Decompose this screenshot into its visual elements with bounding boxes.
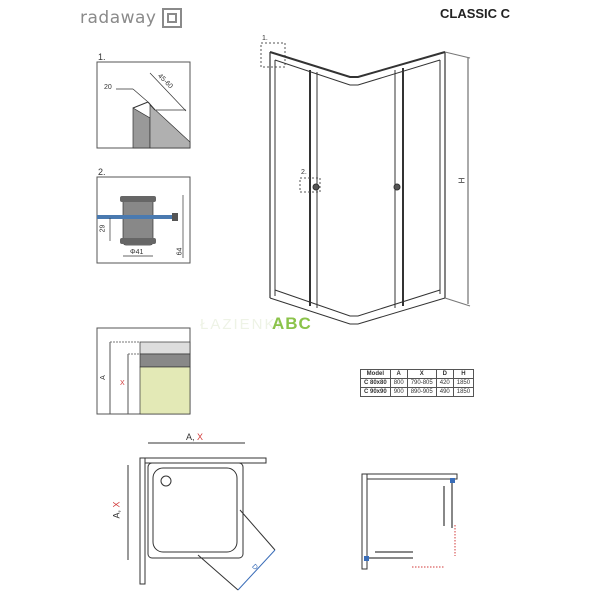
- opening-diagram: [361, 473, 458, 570]
- cell: 420: [435, 378, 454, 388]
- detail-2-dim-29: 29: [99, 224, 107, 233]
- cell: 800: [389, 378, 408, 388]
- col-model: Model: [360, 369, 391, 379]
- spec-table-header: Model A X D H: [360, 369, 475, 379]
- detail-1-dim-20: 20: [104, 84, 112, 91]
- cell: 890-905: [406, 387, 437, 397]
- brand-logo-text: radaway: [80, 8, 157, 28]
- callout-1: 1.: [262, 35, 268, 42]
- plan-depth-a: A,: [111, 510, 122, 519]
- shower-cabin-view: [260, 42, 471, 325]
- detail-3-dim-a: A: [99, 375, 107, 380]
- plan-depth-x: X: [111, 501, 122, 508]
- callout-2: 2.: [301, 169, 307, 176]
- watermark-prefix: ŁAZIENKI: [200, 316, 283, 333]
- cell: C 90x90: [360, 387, 391, 397]
- cell: 1850: [452, 387, 475, 397]
- cell: 790-805: [406, 378, 437, 388]
- col-x: X: [406, 369, 437, 379]
- cell: C 80x80: [360, 378, 391, 388]
- col-a: A: [389, 369, 408, 379]
- cell: 900: [389, 387, 408, 397]
- height-label: H: [457, 177, 467, 184]
- detail-2-dim-diameter: Φ41: [130, 249, 144, 256]
- col-h: H: [452, 369, 475, 379]
- plan-depth-label: A, X: [112, 501, 122, 518]
- product-title: CLASSIC C: [440, 6, 511, 21]
- col-d: D: [435, 369, 454, 379]
- detail-2: [96, 176, 191, 264]
- detail-1: [96, 61, 191, 149]
- detail-3-dim-x: X: [120, 380, 125, 387]
- cell: 1850: [452, 378, 475, 388]
- plan-width-x: X: [197, 432, 204, 442]
- cell: 490: [435, 387, 454, 397]
- detail-1-label: 1.: [98, 52, 106, 62]
- table-row: C 90x90 900 890-905 490 1850: [360, 387, 475, 397]
- detail-2-dim-64: 64: [176, 247, 184, 256]
- brand-logo-icon: [162, 8, 182, 28]
- table-row: C 80x80 800 790-805 420 1850: [360, 378, 475, 388]
- spec-table: Model A X D H C 80x80 800 790-805 420 18…: [360, 369, 475, 397]
- plan-view: [127, 442, 276, 591]
- detail-2-label: 2.: [98, 167, 106, 177]
- plan-width-label: A, X: [186, 432, 203, 442]
- plan-width-a: A,: [186, 432, 195, 442]
- detail-3: [96, 327, 191, 415]
- watermark-text: ABC: [272, 314, 312, 333]
